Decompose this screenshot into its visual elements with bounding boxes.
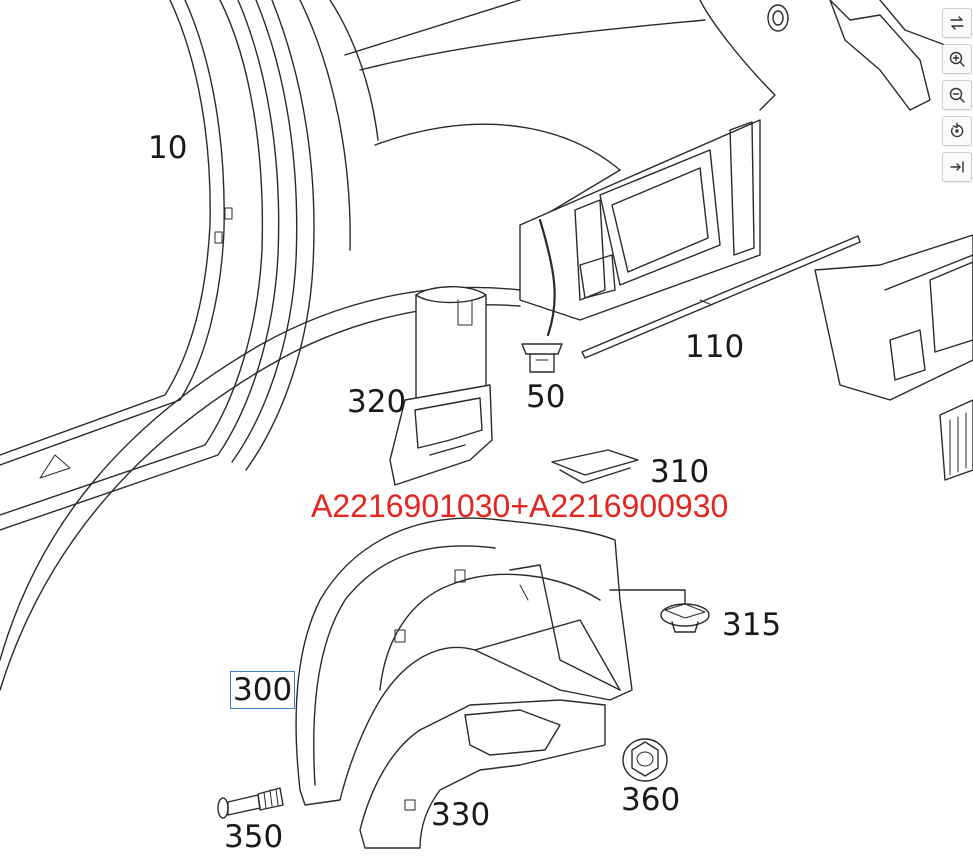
- seal-strip-110: [581, 235, 861, 359]
- splash-guard-330: [359, 699, 606, 849]
- liner-part-320: [389, 286, 493, 486]
- collapse-icon: [950, 161, 964, 173]
- callout-50[interactable]: 50: [526, 379, 566, 415]
- push-rivet-350: [217, 787, 284, 819]
- part-number-annotation: A2216901030+A2216900930: [311, 488, 729, 524]
- clip-310: [551, 449, 639, 484]
- collapse-panel-button[interactable]: [942, 152, 972, 182]
- rotate-button[interactable]: [942, 116, 972, 146]
- zoom-out-button[interactable]: [942, 80, 972, 110]
- clip-315: [660, 603, 710, 633]
- nut-360: [622, 738, 668, 782]
- zoom-in-button[interactable]: [942, 44, 972, 74]
- callout-10[interactable]: 10: [148, 130, 188, 166]
- callout-315[interactable]: 315: [722, 607, 782, 643]
- right-side-panel: [814, 0, 973, 481]
- rear-inner-panel: [519, 4, 789, 337]
- wheel-arch-liner-300: [295, 517, 686, 806]
- callout-330[interactable]: 330: [431, 797, 491, 833]
- callout-360[interactable]: 360: [621, 782, 681, 818]
- swap-button[interactable]: [942, 8, 972, 38]
- callout-350[interactable]: 350: [224, 819, 284, 855]
- zoom-in-icon: [949, 51, 965, 67]
- callout-320[interactable]: 320: [347, 384, 407, 420]
- callout-110[interactable]: 110: [685, 329, 745, 365]
- viewer-toolbar: [942, 8, 972, 182]
- callout-300[interactable]: 300: [230, 671, 296, 709]
- swap-icon: [950, 16, 964, 30]
- clip-50: [521, 343, 563, 373]
- callout-310[interactable]: 310: [650, 454, 710, 490]
- zoom-out-icon: [949, 87, 965, 103]
- rotate-icon: [950, 122, 964, 138]
